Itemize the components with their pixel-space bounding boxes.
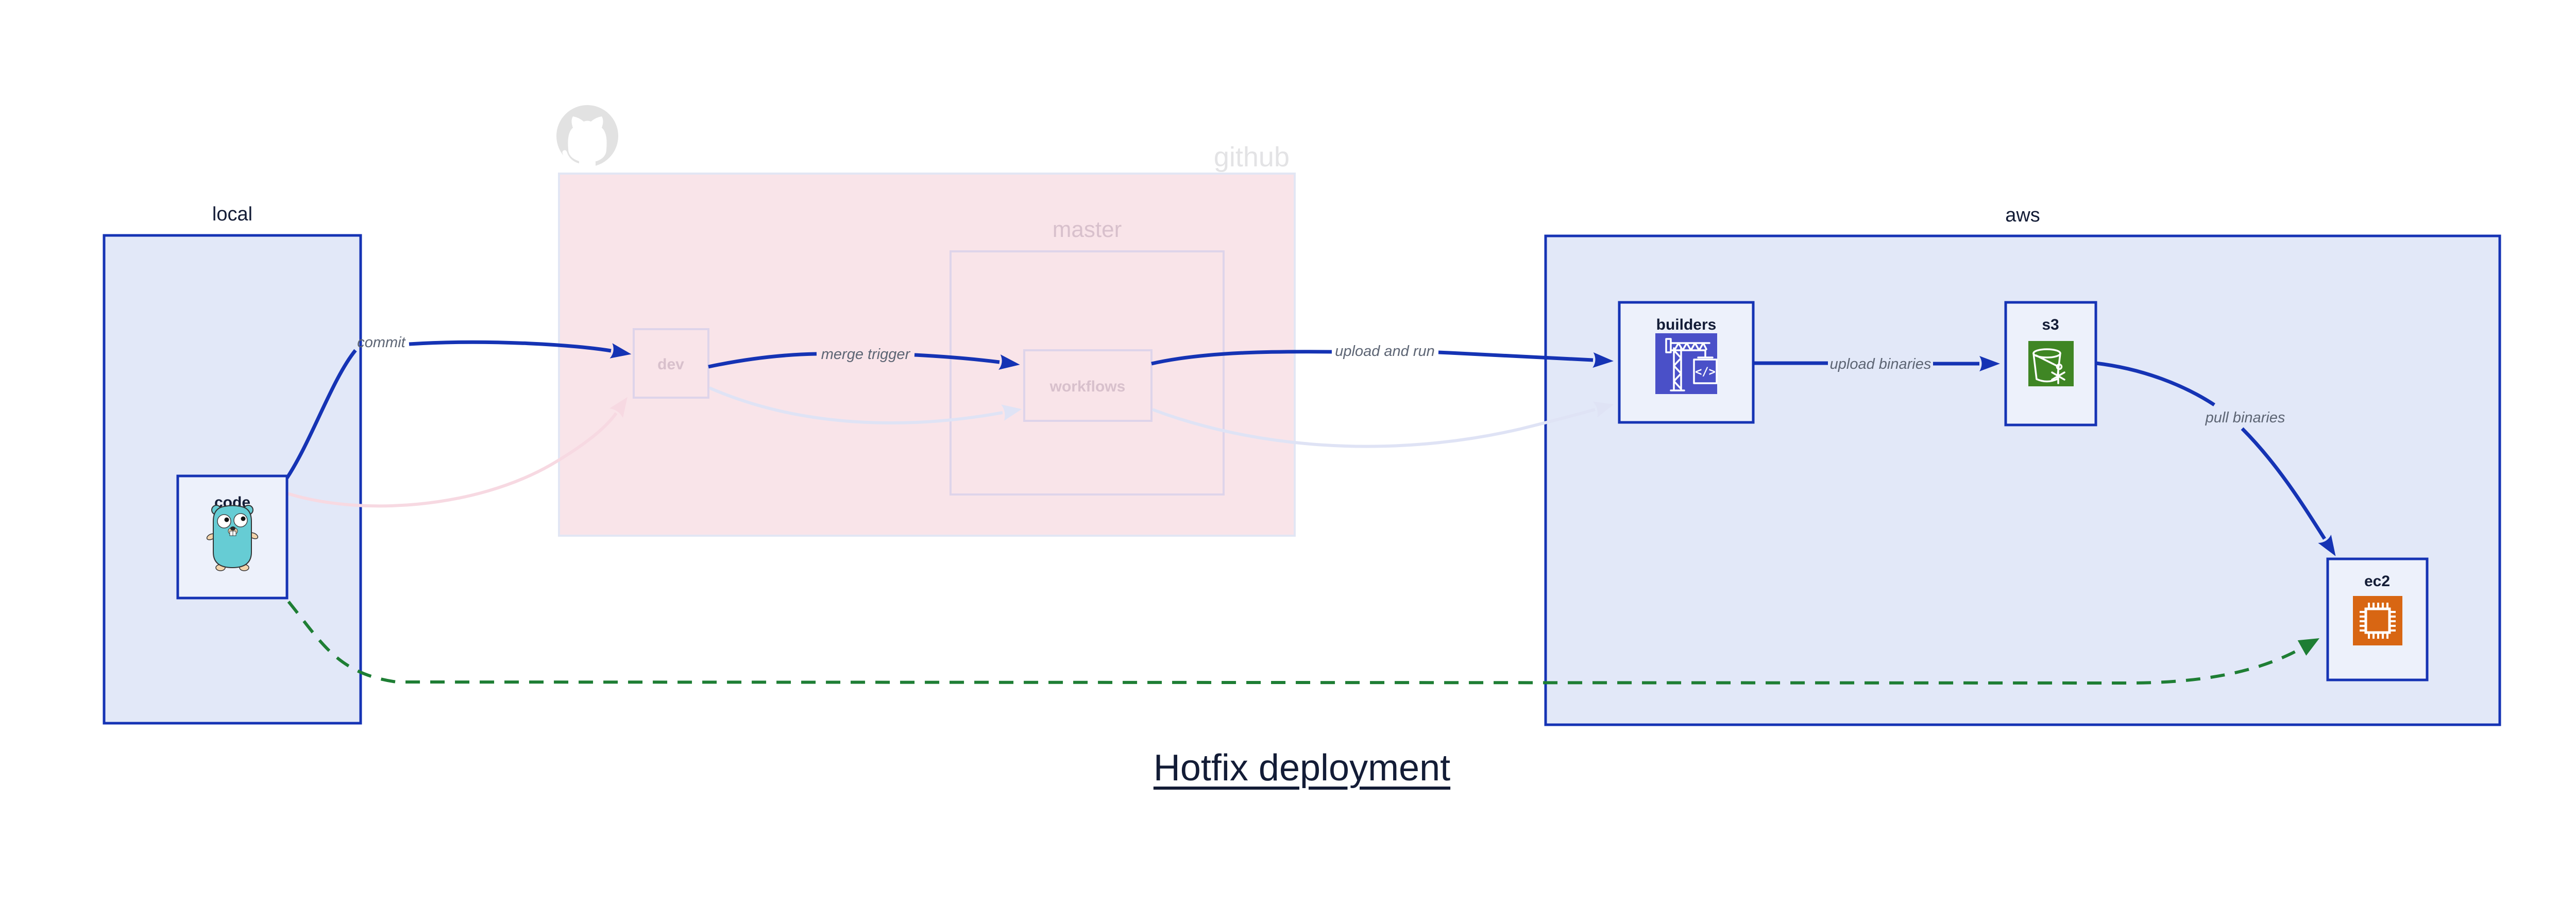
workflows-node (1023, 349, 1153, 422)
s3-glacier-bucket-icon (2028, 341, 2074, 386)
edge-code-to-dev-faded (287, 397, 628, 508)
edge-hotfix-dashed (287, 601, 2320, 685)
dev-node-label: dev (657, 356, 684, 373)
edge-upload-and-run-arrow (1438, 350, 1614, 368)
diagram-title: Hotfix deployment (1153, 747, 1451, 789)
s3-node-label: s3 (2042, 316, 2059, 333)
edge-merge-trigger-line (708, 352, 817, 369)
ec2-chip-icon (2353, 596, 2402, 645)
edge-upload-binaries-label: upload binaries (1830, 356, 1931, 372)
edge-merge-trigger-arrow (914, 353, 1020, 370)
edge-merge-trigger-label: merge trigger (821, 346, 911, 363)
edge-dev-to-workflows-faded (708, 386, 1022, 424)
master-branch-box (950, 250, 1225, 496)
workflows-node-label: workflows (1049, 378, 1126, 395)
edge-upload-and-run-line (1151, 350, 1332, 366)
edge-workflows-to-builders-faded (1151, 401, 1614, 448)
local-group-label: local (212, 203, 252, 225)
edge-commit-line (285, 349, 357, 479)
edge-pull-binaries-line (2095, 361, 2215, 406)
go-gopher-icon (206, 505, 259, 571)
github-octocat-icon (556, 105, 618, 169)
edge-pull-binaries-arrow (2241, 427, 2336, 556)
edge-upload-and-run-label: upload and run (1335, 343, 1435, 360)
dev-node (633, 328, 709, 399)
edge-commit-label: commit (357, 334, 406, 351)
codebuild-code-glyph: </> (1695, 366, 1716, 379)
codebuild-crane-icon: </> (1655, 333, 1718, 394)
master-branch-label: master (1053, 217, 1122, 242)
ec2-node-label: ec2 (2364, 573, 2390, 590)
github-group-label: github (1214, 142, 1290, 173)
builders-node-label: builders (1656, 316, 1717, 333)
aws-group-label: aws (2005, 204, 2040, 226)
edge-commit-arrow (409, 340, 632, 359)
edge-pull-binaries-label: pull binaries (2205, 410, 2285, 426)
